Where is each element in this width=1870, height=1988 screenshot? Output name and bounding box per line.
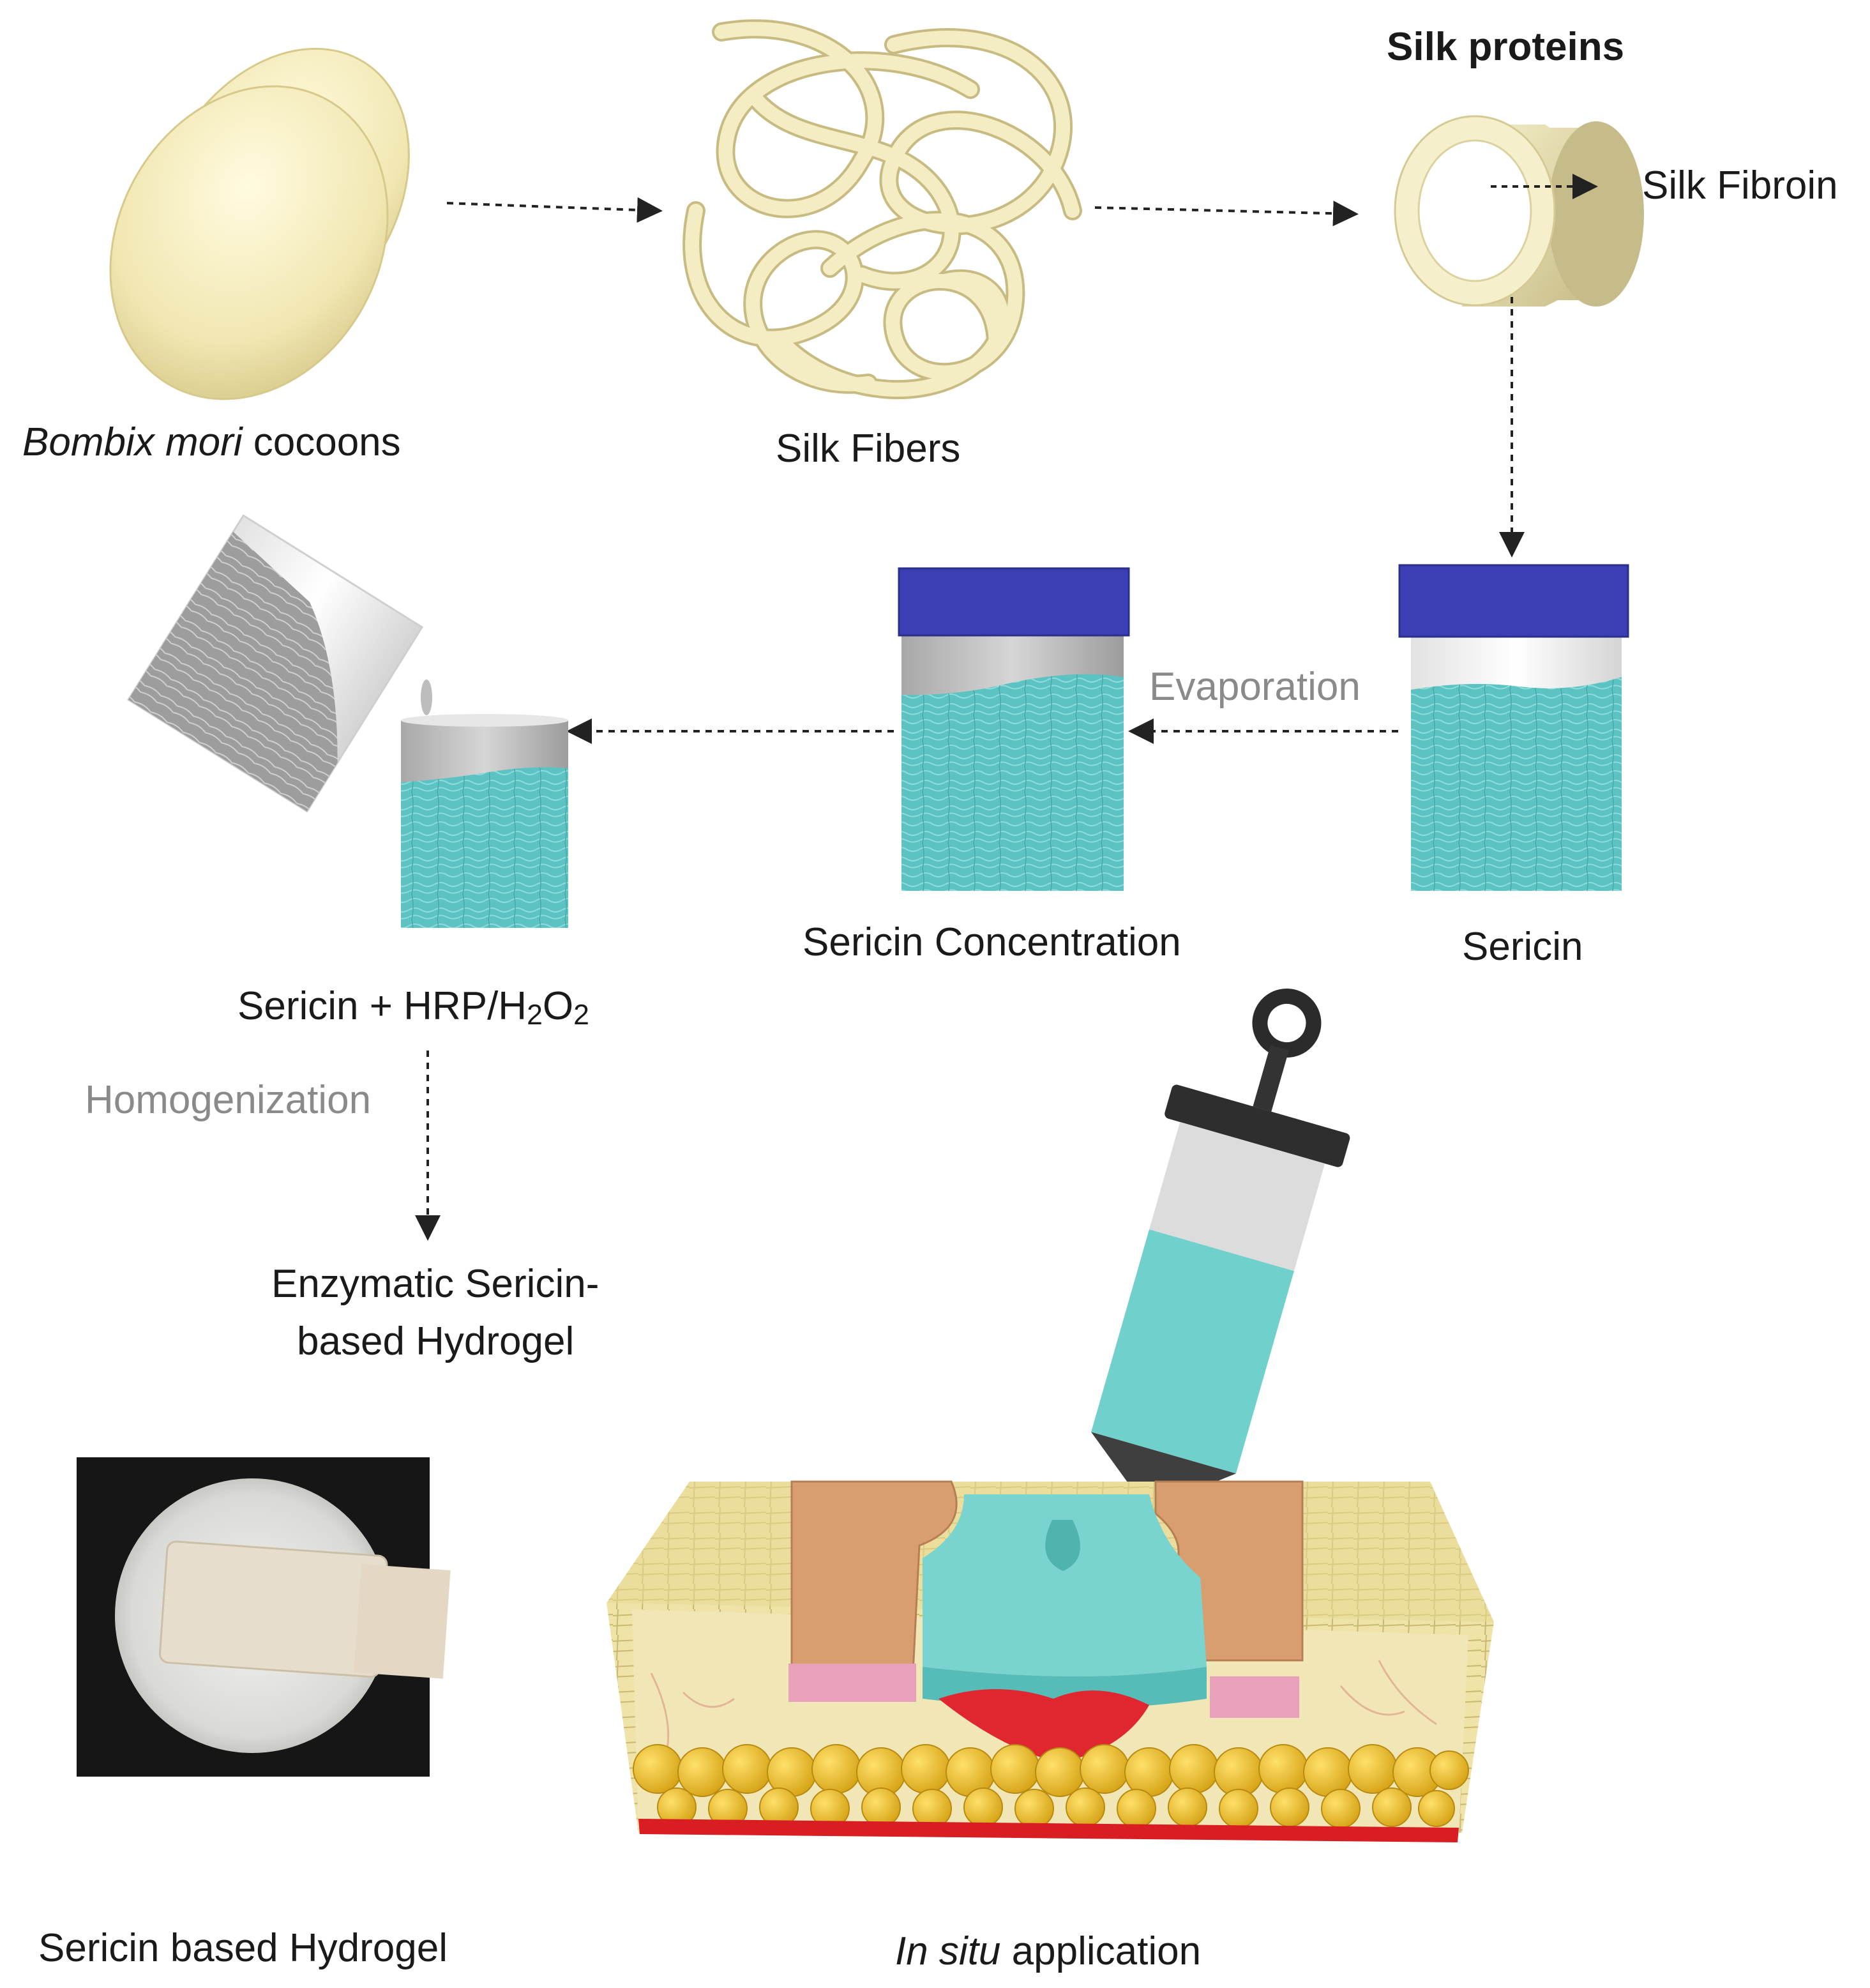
mixture-sub1: 2: [527, 999, 543, 1031]
silk-fibers-icon: [682, 19, 1082, 399]
mixture-prefix: Sericin + HRP/H: [238, 984, 527, 1028]
silk-fibroin-label: Silk Fibroin: [1642, 163, 1838, 208]
arrow-cocoon-to-fibers: [446, 197, 663, 223]
hydrogel-title-line2: based Hydrogel: [297, 1319, 575, 1363]
homogenization-label: Homogenization: [85, 1078, 372, 1122]
cocoons-label: Bombix mori cocoons: [22, 420, 401, 465]
pouring-beaker-icon: [126, 514, 432, 813]
insitu-caption: In situ application: [895, 1929, 1201, 1974]
silk-proteins-heading: Silk proteins: [1387, 25, 1625, 69]
hydrogel-title-line1: Enzymatic Sericin-: [271, 1262, 599, 1306]
syringe-icon: [1091, 989, 1350, 1627]
sericin-label: Sericin: [1462, 925, 1583, 969]
cocoons-species: Bombix mori: [22, 420, 243, 464]
arrow-fibers-to-tube: [1094, 201, 1359, 227]
mixture-sub2: 2: [573, 999, 589, 1031]
mixture-label: Sericin + HRP/H2O2: [238, 983, 589, 1031]
concentrated-jar-icon: [898, 567, 1130, 891]
sericin-concentration-label: Sericin Concentration: [803, 920, 1181, 964]
mixture-jar-icon: [401, 714, 568, 928]
hydrogel-photo: [77, 1457, 451, 1777]
evaporation-label: Evaporation: [1149, 665, 1361, 709]
fibroin-tube-icon: [1394, 115, 1644, 307]
sericin-jar-icon: [1398, 564, 1629, 891]
insitu-italic: In situ: [895, 1929, 1001, 1973]
skin-wound-icon: [607, 1480, 1494, 1842]
insitu-rest: application: [1000, 1929, 1202, 1973]
silk-fibers-label: Silk Fibers: [776, 427, 961, 471]
cocoons-word: cocoons: [242, 420, 401, 464]
photo-caption: Sericin based Hydrogel: [38, 1926, 448, 1970]
mixture-o: O: [542, 984, 574, 1028]
cocoon-icon: [109, 47, 410, 400]
